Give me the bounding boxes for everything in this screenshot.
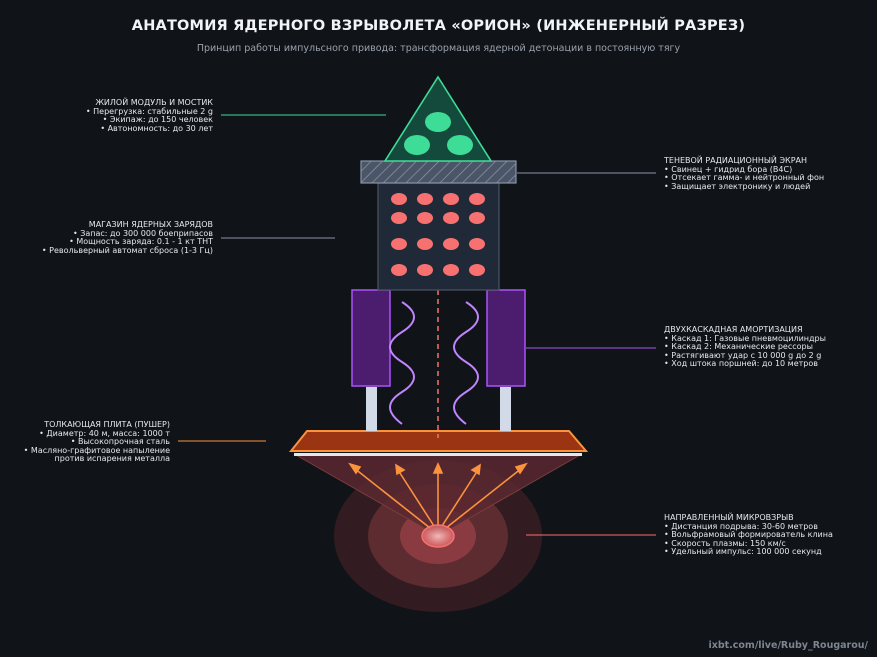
label-line: • Экипаж: до 150 человек (102, 115, 213, 125)
label-line: • Револьверный автомат сброса (1-3 Гц) (41, 245, 213, 255)
pusher-plate (288, 430, 589, 452)
nuclear-charge (391, 238, 407, 250)
label-line: • Масляно-графитовое напыление (23, 445, 170, 455)
label-crew-module: ЖИЛОЙ МОДУЛЬ И МОСТИК • Перегрузка: стаб… (85, 98, 213, 133)
pusher-ablation-layer (294, 453, 582, 456)
label-line: • Высокопрочная сталь (70, 437, 170, 447)
detonation-core (421, 524, 455, 548)
page-subtitle: Принцип работы импульсного привода: тран… (196, 43, 681, 54)
damper-cylinder-left (351, 289, 391, 387)
crew-pod-left (404, 135, 430, 155)
nuclear-charge (469, 212, 485, 224)
label-line: • Перегрузка: стабильные 2 g (85, 106, 213, 116)
page-title: АНАТОМИЯ ЯДЕРНОГО ВЗРЫВОЛЕТА «ОРИОН» (ИН… (131, 18, 746, 34)
damper-cylinder-right (486, 289, 526, 387)
label-line: • Диаметр: 40 м, масса: 1000 т (39, 428, 170, 438)
crew-pod-right (447, 135, 473, 155)
nuclear-charge (391, 264, 407, 276)
label-line: • Вольфрамовый формирователь клина (664, 530, 833, 540)
plasma-arrows (348, 462, 528, 529)
label-magazine: МАГАЗИН ЯДЕРНЫХ ЗАРЯДОВ • Запас: до 300 … (41, 220, 213, 255)
nuclear-charge (469, 238, 485, 250)
label-line: • Удельный импульс: 100 000 секунд (664, 547, 822, 557)
label-line: • Запас: до 300 000 боеприпасов (72, 228, 213, 238)
label-line: • Отсекает гамма- и нейтронный фон (664, 173, 825, 183)
cone-edge-left (295, 454, 439, 537)
nuclear-charge (469, 264, 485, 276)
piston-rod-right (500, 387, 511, 431)
piston-rod-left (366, 387, 377, 431)
spring-right (453, 301, 479, 425)
spring-left (389, 301, 415, 425)
radiation-shield (360, 160, 517, 184)
label-magazine-heading: МАГАЗИН ЯДЕРНЫХ ЗАРЯДОВ (88, 220, 213, 229)
cone-edge-right (437, 454, 581, 537)
nuclear-charge (443, 212, 459, 224)
label-line: • Дистанция подрыва: 30-60 метров (664, 521, 818, 531)
label-blast-heading: НАПРАВЛЕННЫЙ МИКРОВЗРЫВ (664, 513, 794, 522)
nuclear-charge (443, 238, 459, 250)
label-pusher-heading: ТОЛКАЮЩАЯ ПЛИТА (ПУШЕР) (44, 420, 170, 429)
label-line: • Мощность заряда: 0.1 - 1 кт ТНТ (69, 237, 213, 247)
label-pusher: ТОЛКАЮЩАЯ ПЛИТА (ПУШЕР) • Диаметр: 40 м,… (23, 420, 170, 464)
nuclear-charge (417, 212, 433, 224)
label-line: • Свинец + гидрид бора (B4C) (664, 164, 793, 174)
nuclear-charge (417, 264, 433, 276)
nuclear-charge (417, 193, 433, 205)
label-line: • Растягивают удар с 10 000 g до 2 g (664, 350, 822, 360)
label-shield: ТЕНЕВОЙ РАДИАЦИОННЫЙ ЭКРАН • Свинец + ги… (664, 156, 825, 191)
label-line: • Автономность: до 30 лет (100, 123, 213, 133)
label-line: против испарения металла (54, 454, 170, 464)
label-line: • Скорость плазмы: 150 км/с (664, 538, 786, 548)
source-credit: ixbt.com/live/Ruby_Rougarou/ (708, 640, 868, 651)
label-line: • Защищает электронику и людей (664, 181, 811, 191)
label-line: • Каскад 1: Газовые пневмоцилиндры (664, 333, 826, 343)
label-line: • Ход штока поршней: до 10 метров (664, 359, 818, 369)
nuclear-charge (417, 238, 433, 250)
label-shield-heading: ТЕНЕВОЙ РАДИАЦИОННЫЙ ЭКРАН (664, 156, 808, 165)
label-damping: ДВУХКАСКАДНАЯ АМОРТИЗАЦИЯ • Каскад 1: Га… (664, 325, 826, 369)
nuclear-charge (391, 212, 407, 224)
crew-pod-top (425, 112, 451, 132)
nuclear-charge (443, 193, 459, 205)
nuclear-charge (443, 264, 459, 276)
label-damping-heading: ДВУХКАСКАДНАЯ АМОРТИЗАЦИЯ (664, 325, 803, 334)
nuclear-charge (391, 193, 407, 205)
label-line: • Каскад 2: Механические рессоры (664, 342, 813, 352)
label-crew-module-heading: ЖИЛОЙ МОДУЛЬ И МОСТИК (95, 98, 213, 107)
charge-grid (391, 193, 485, 276)
nuclear-charge (469, 193, 485, 205)
label-blast: НАПРАВЛЕННЫЙ МИКРОВЗРЫВ • Дистанция подр… (664, 513, 833, 557)
